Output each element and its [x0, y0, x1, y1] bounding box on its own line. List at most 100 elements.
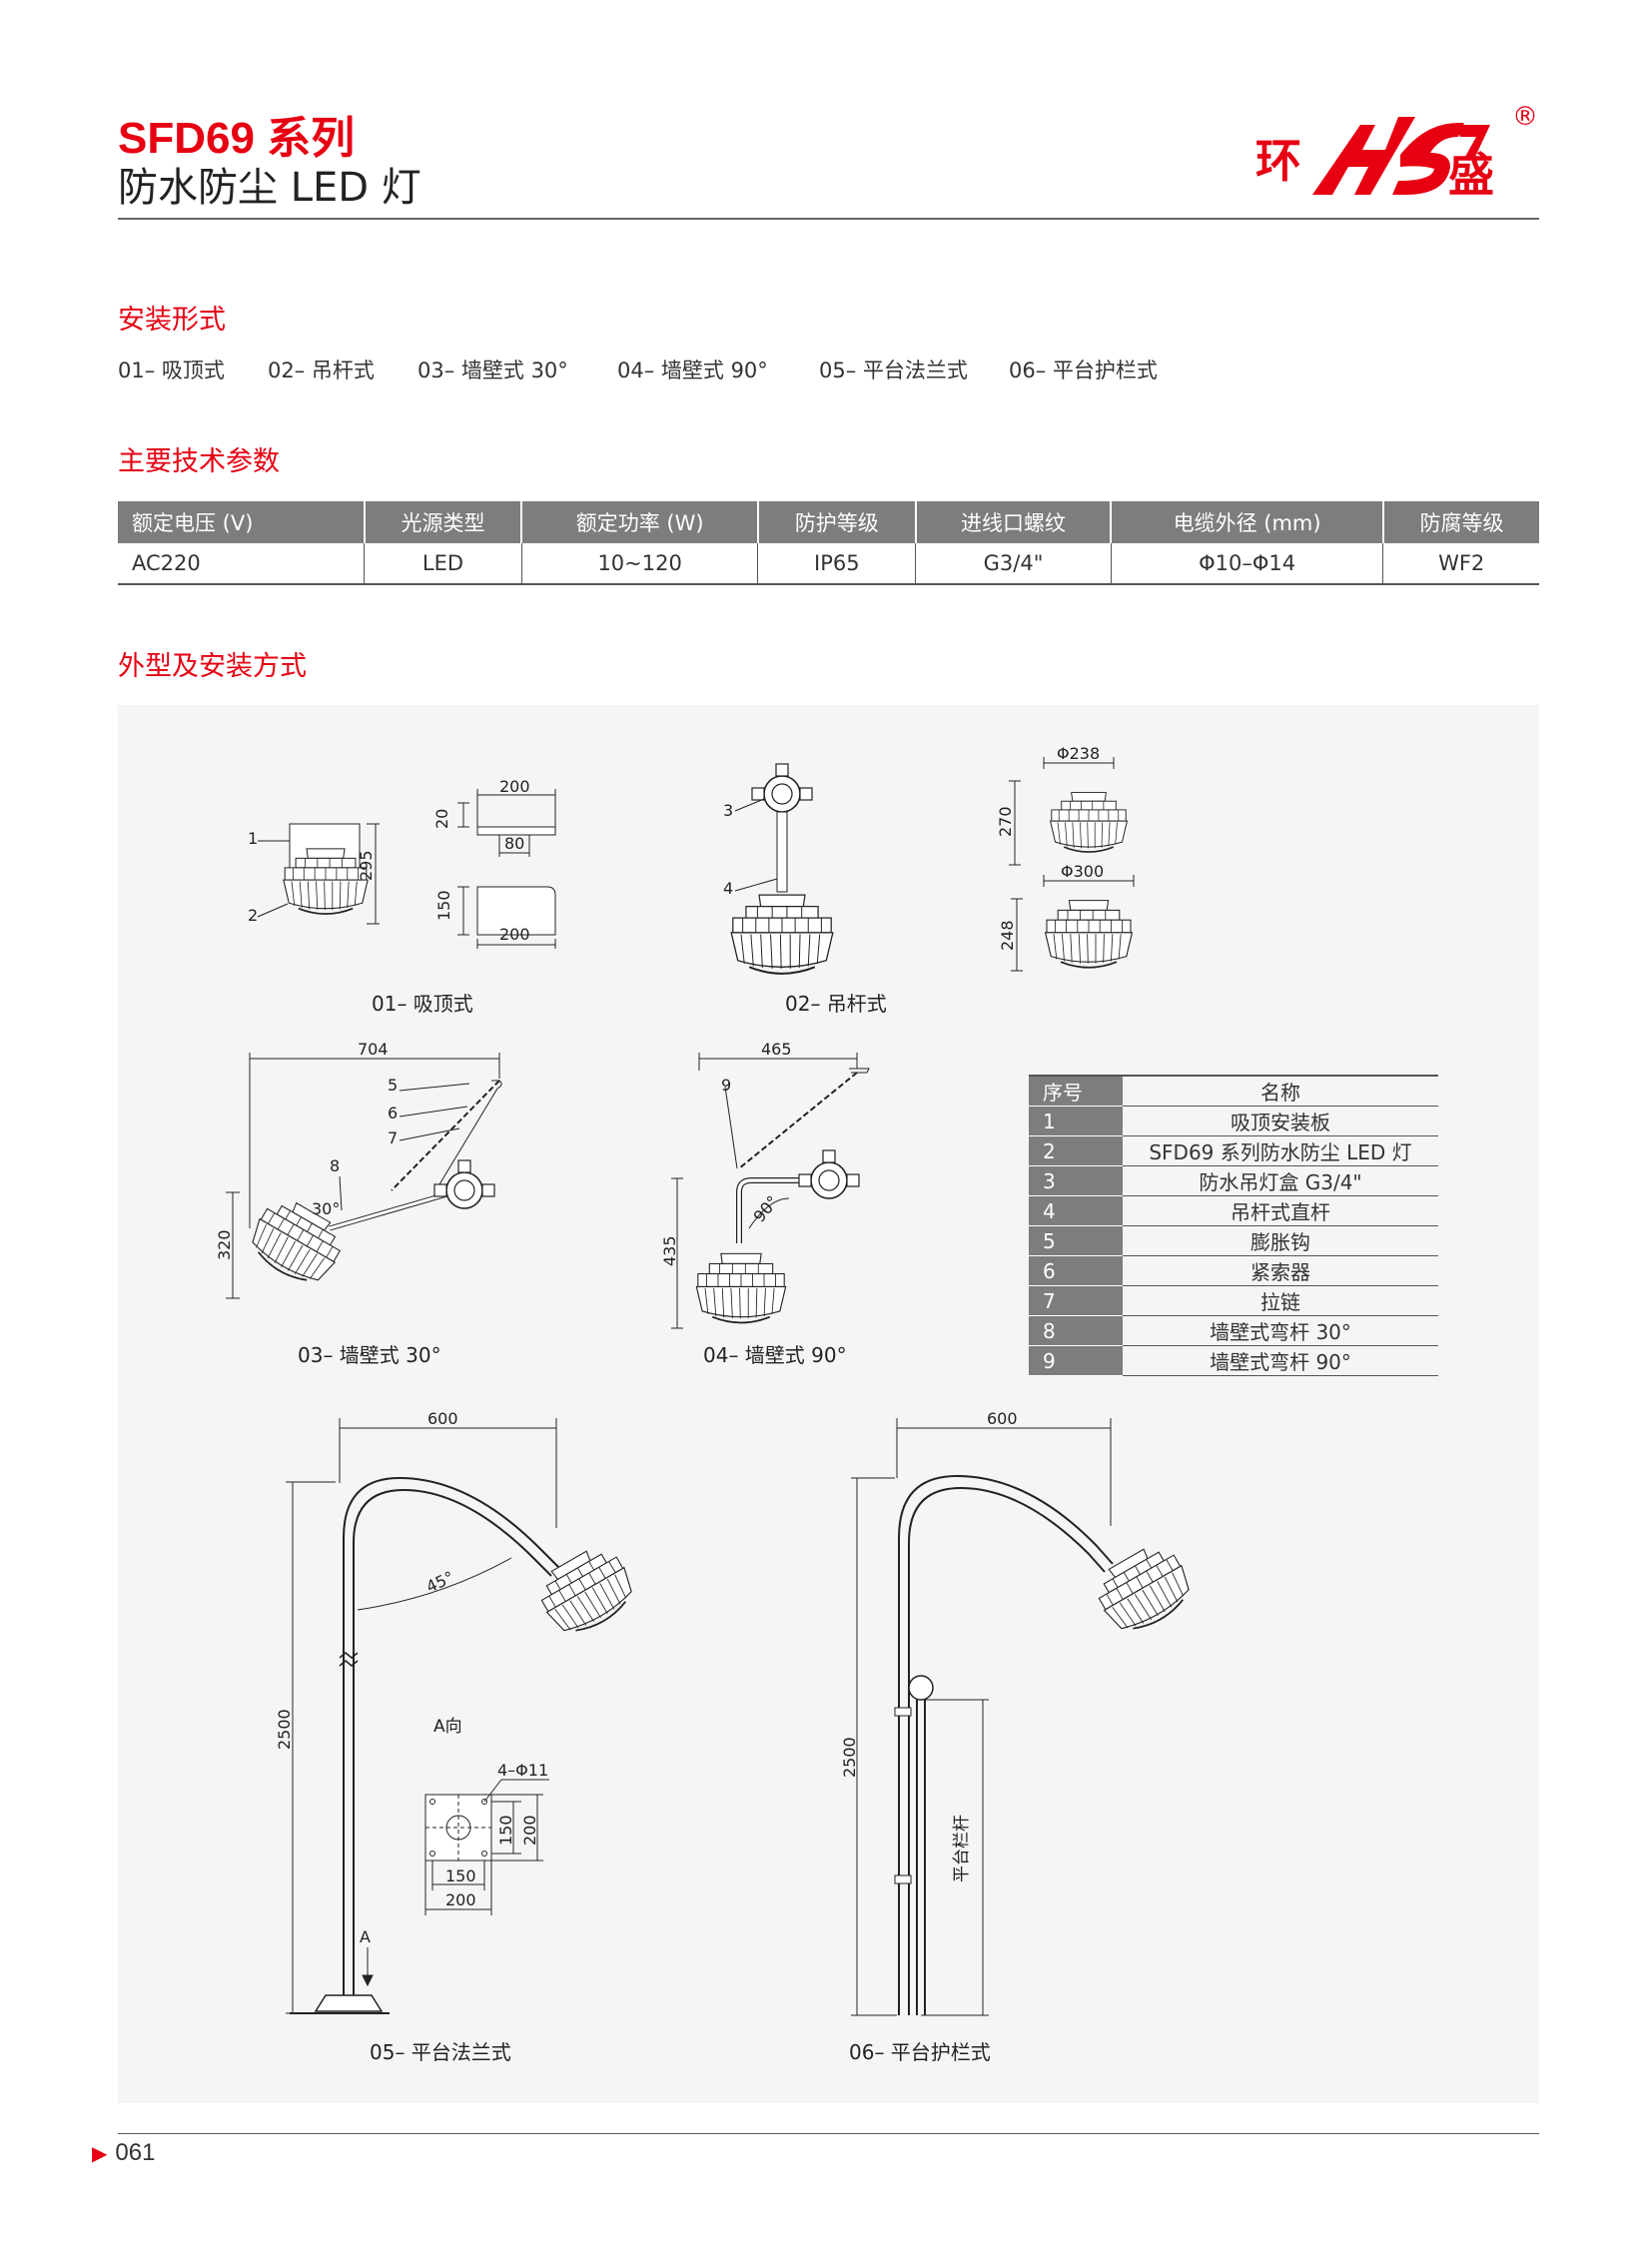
- rail-label: 平台栏杆: [952, 1815, 972, 1882]
- install-type-06: 06– 平台护栏式: [1009, 359, 1158, 382]
- dim-05-200v: 200: [520, 1815, 539, 1846]
- legend-header-no: 序号: [1029, 1075, 1123, 1107]
- dim-05-2500: 2500: [275, 1709, 294, 1750]
- spec-header: 电缆外径 (mm): [1111, 501, 1384, 543]
- dim-top-phi238: Φ238: [1057, 744, 1100, 763]
- caption-06: 06– 平台护栏式: [849, 2040, 991, 2064]
- page-number-text: 061: [115, 2139, 156, 2166]
- legend-name: 膨胀钩: [1123, 1225, 1438, 1256]
- section-install-forms: 安装形式: [118, 305, 226, 336]
- dim-01-150: 150: [434, 890, 453, 921]
- callout-9: 9: [721, 1076, 731, 1095]
- dim-04-435: 435: [660, 1235, 679, 1266]
- dim-01-200a: 200: [499, 777, 530, 796]
- legend-name: 墙壁式弯杆 30°: [1123, 1315, 1438, 1346]
- install-type-05: 05– 平台法兰式: [819, 359, 968, 382]
- callout-7: 7: [388, 1128, 398, 1147]
- dim-06-600: 600: [987, 1409, 1018, 1428]
- legend-name: 紧索器: [1123, 1255, 1438, 1286]
- spec-header: 进线口螺纹: [915, 501, 1113, 543]
- legend-no: 6: [1029, 1255, 1123, 1286]
- brand-logo: 环 盛 ®: [1255, 102, 1538, 202]
- legend-no: 4: [1029, 1195, 1123, 1226]
- callout-4: 4: [723, 879, 733, 898]
- spec-cell: 10~120: [521, 543, 759, 585]
- dim-05-600: 600: [427, 1409, 458, 1428]
- view-label-a: A向: [433, 1717, 462, 1737]
- caption-04: 04– 墙壁式 90°: [703, 1343, 847, 1367]
- caption-05: 05– 平台法兰式: [370, 2040, 511, 2064]
- dim-04-465: 465: [761, 1040, 792, 1059]
- callout-3: 3: [723, 801, 733, 820]
- dim-01-295: 295: [357, 850, 376, 881]
- page-number: ▶ 061: [92, 2139, 155, 2167]
- legend-name: 拉链: [1123, 1285, 1438, 1316]
- dim-01-20: 20: [432, 809, 451, 829]
- callout-6: 6: [388, 1104, 398, 1122]
- spec-header: 防护等级: [757, 501, 917, 543]
- logo-left-char: 环: [1255, 134, 1301, 188]
- logo-mark-icon: [1312, 117, 1490, 195]
- legend-name: 墙壁式弯杆 90°: [1123, 1345, 1438, 1376]
- legend-name: SFD69 系列防水防尘 LED 灯: [1123, 1135, 1438, 1166]
- triangle-marker-icon: ▶: [92, 2143, 108, 2165]
- product-title: 防水防尘 LED 灯: [118, 165, 421, 211]
- dim-05-holes: 4–Φ11: [497, 1761, 548, 1780]
- dim-05-150h: 150: [445, 1867, 476, 1885]
- arrow-label-a: A: [360, 1927, 371, 1946]
- header-divider: [118, 218, 1539, 220]
- dim-05-200h: 200: [445, 1890, 476, 1909]
- legend-no: 9: [1029, 1345, 1123, 1376]
- spec-header: 额定功率 (W): [521, 501, 759, 543]
- legend-name: 吸顶安装板: [1123, 1106, 1438, 1136]
- caption-01: 01– 吸顶式: [372, 992, 473, 1016]
- spec-header-row: 额定电压 (V) 光源类型 额定功率 (W) 防护等级 进线口螺纹 电缆外径 (…: [118, 501, 1539, 543]
- dim-top-248: 248: [998, 920, 1017, 951]
- install-type-03: 03– 墙壁式 30°: [417, 359, 568, 382]
- angle-05: 45°: [423, 1567, 457, 1596]
- spec-header: 光源类型: [364, 501, 523, 543]
- registered-mark: ®: [1512, 102, 1538, 132]
- spec-cell: G3/4": [915, 543, 1112, 585]
- legend-no: 2: [1029, 1135, 1123, 1166]
- spec-cell: WF2: [1382, 543, 1539, 585]
- spec-cell: Φ10–Φ14: [1111, 543, 1384, 585]
- legend-no: 1: [1029, 1106, 1123, 1136]
- install-type-02: 02– 吊杆式: [268, 359, 375, 382]
- spec-header: 防腐等级: [1382, 501, 1539, 543]
- callout-5: 5: [388, 1076, 398, 1095]
- callout-2: 2: [248, 906, 258, 925]
- dim-01-80: 80: [504, 834, 524, 853]
- dim-05-150v: 150: [496, 1815, 515, 1846]
- spec-header: 额定电压 (V): [118, 501, 366, 543]
- caption-03: 03– 墙壁式 30°: [298, 1343, 441, 1367]
- legend-no: 8: [1029, 1315, 1123, 1346]
- legend-no: 3: [1029, 1165, 1123, 1196]
- dim-06-2500: 2500: [840, 1737, 859, 1778]
- series-title: SFD69 系列: [118, 114, 356, 163]
- dim-01-200b: 200: [499, 925, 530, 944]
- spec-cell: LED: [364, 543, 522, 585]
- legend-header-row: 序号 名称: [1029, 1075, 1438, 1107]
- spec-value-row: AC220 LED 10~120 IP65 G3/4" Φ10–Φ14 WF2: [118, 543, 1539, 585]
- legend-no: 7: [1029, 1285, 1123, 1316]
- dim-top-270: 270: [996, 806, 1015, 837]
- legend-no: 5: [1029, 1225, 1123, 1256]
- dim-03-704: 704: [358, 1040, 389, 1059]
- logo-right-char: 盛: [1448, 148, 1494, 202]
- footer-divider: [118, 2133, 1539, 2134]
- legend-name: 吊杆式直杆: [1123, 1195, 1438, 1226]
- spec-cell: AC220: [118, 543, 366, 585]
- section-appearance: 外型及安装方式: [118, 651, 307, 682]
- section-main-params: 主要技术参数: [118, 446, 280, 477]
